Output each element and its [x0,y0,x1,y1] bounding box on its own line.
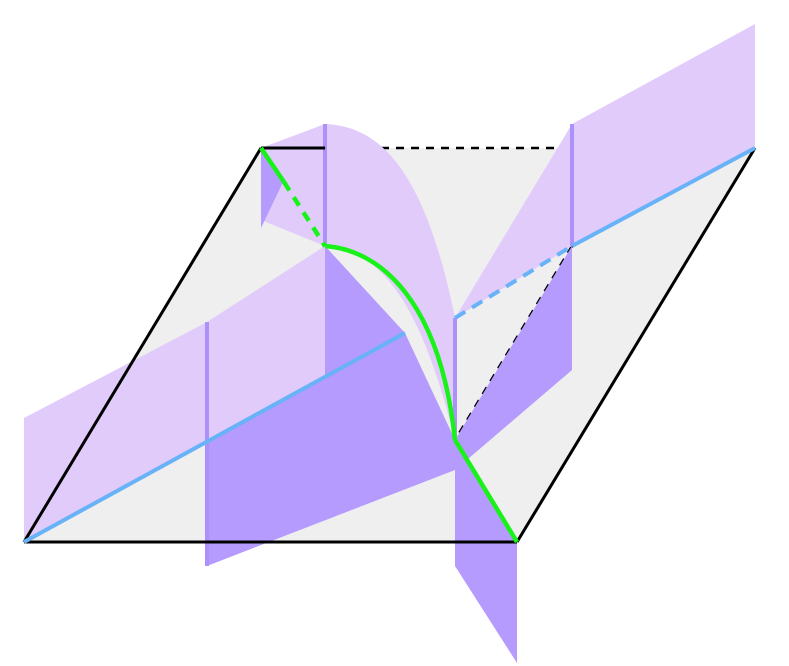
green-path-end [453,438,519,544]
blue-diagonal-back [571,146,756,248]
bottom-dark-plane [455,440,517,663]
green-path-start [259,146,286,184]
blue-diagonal-front [23,331,406,544]
right-dark-plane [455,246,572,470]
blue-diagonal-hidden [453,244,574,320]
green-path-arc [324,243,458,441]
green-path-hidden [282,180,327,248]
base-right-edge [515,147,757,543]
arch-light-surface [325,124,455,440]
upper-left-light-plane [261,124,325,246]
right-light-plane [455,24,755,318]
base-left-edge [22,147,263,543]
left-light-plane [24,322,207,542]
top-left-dark-flap [261,148,284,228]
center-dark-plane [207,333,455,566]
